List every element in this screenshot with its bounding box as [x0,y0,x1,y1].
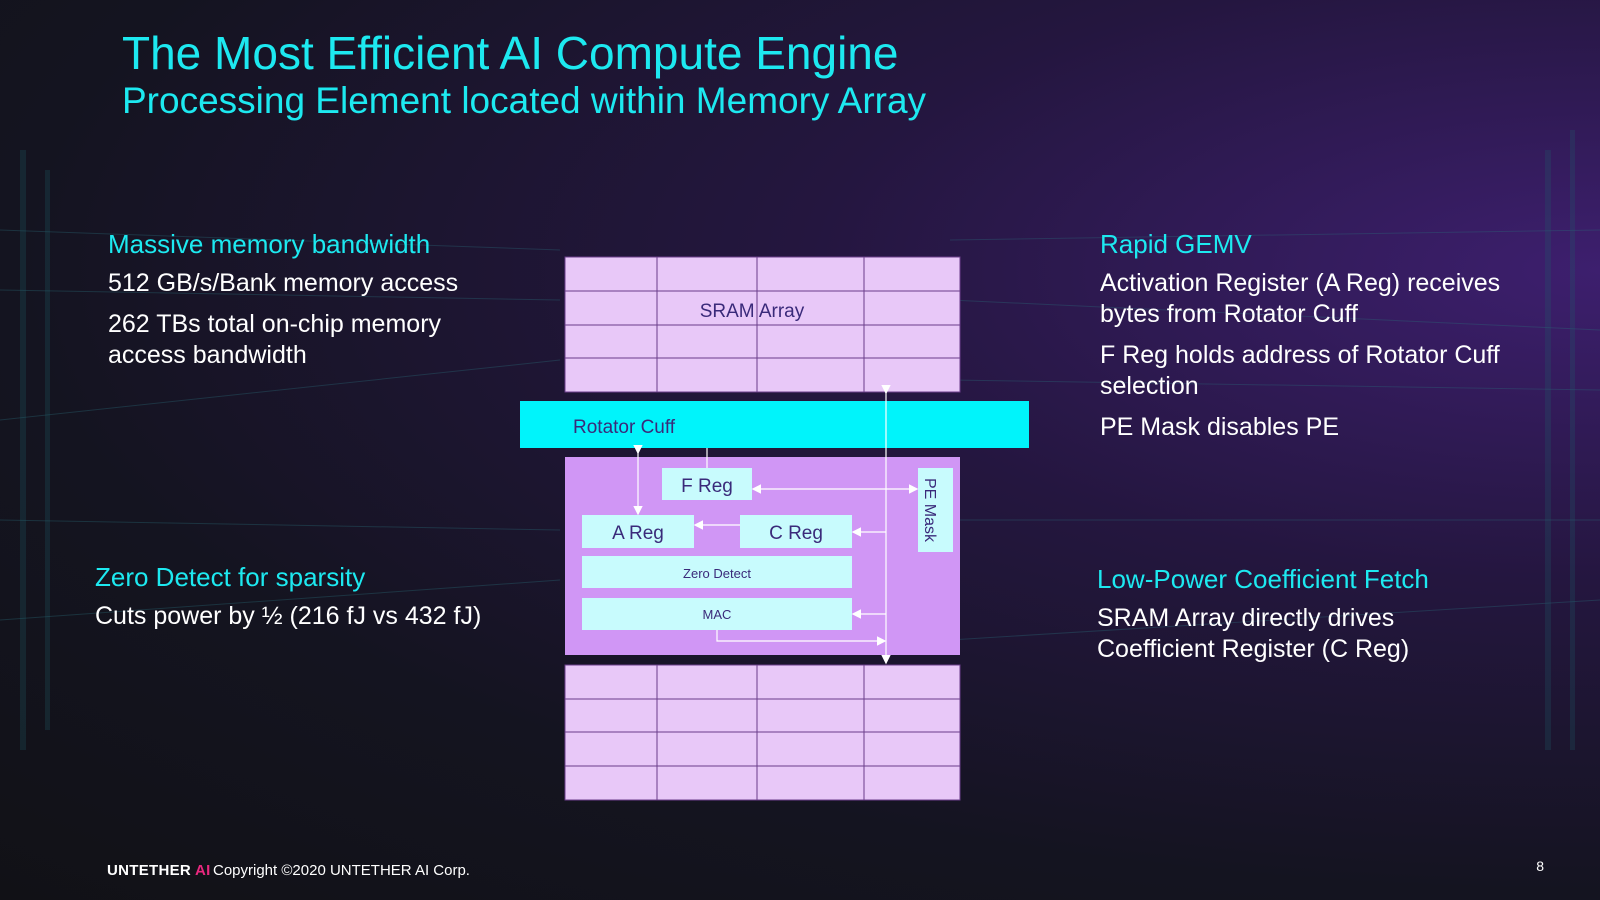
sram-array-top: SRAM Array [564,256,961,393]
mac-label: MAC [703,607,732,622]
areg-label: A Reg [612,523,664,544]
zero-detect-heading: Zero Detect for sparsity [95,562,366,592]
zero-detect-box [582,556,852,588]
creg-box [740,515,852,548]
gemv-block: Rapid GEMV Activation Register (A Reg) r… [1100,228,1510,453]
sram-array-label: SRAM Array [700,301,805,322]
page-number: 8 [1536,858,1544,874]
zero-detect-line-1: Cuts power by ½ (216 fJ vs 432 fJ) [95,602,482,630]
coefficient-heading: Low-Power Coefficient Fetch [1097,564,1429,594]
company-logo: UNTETHER AI [107,862,211,879]
slide-subtitle: Processing Element located within Memory… [122,80,927,121]
pe-wiring [633,384,919,665]
copyright-text: Copyright ©2020 UNTETHER AI Corp. [213,862,470,879]
processing-element: F Reg A Reg C Reg Zero Detect MAC PE Mas… [565,384,960,665]
slide-title: The Most Efficient AI Compute Engine [122,27,899,79]
coefficient-line-1: SRAM Array directly drives Coefficient R… [1097,604,1410,663]
mac-box [582,598,852,630]
gemv-line-2: F Reg holds address of Rotator Cuff sele… [1100,341,1500,400]
rotator-cuff: Rotator Cuff [520,401,1029,448]
bandwidth-line-1: 512 GB/s/Bank memory access [108,269,459,297]
gemv-line-3: PE Mask disables PE [1100,413,1339,441]
sram-array-bottom [564,664,961,801]
bandwidth-heading: Massive memory bandwidth [108,229,431,259]
freg-box [662,468,752,500]
bandwidth-line-2: 262 TBs total on-chip memory access band… [108,310,442,369]
logo-ai: AI [195,862,211,879]
gemv-heading: Rapid GEMV [1100,229,1252,259]
creg-label: C Reg [769,523,823,544]
areg-box [582,515,694,548]
gemv-line-1: Activation Register (A Reg) receives byt… [1100,269,1501,328]
coefficient-block: Low-Power Coefficient Fetch SRAM Array d… [1097,563,1497,675]
zero-detect-label: Zero Detect [683,566,751,581]
rotator-cuff-label: Rotator Cuff [573,417,676,438]
pemask-box [918,468,953,552]
pemask-label: PE Mask [921,478,938,543]
zero-detect-block: Zero Detect for sparsity Cuts power by ½… [95,561,535,642]
freg-label: F Reg [681,476,733,497]
bandwidth-block: Massive memory bandwidth 512 GB/s/Bank m… [108,228,528,381]
logo-text: UNTETHER [107,862,192,879]
